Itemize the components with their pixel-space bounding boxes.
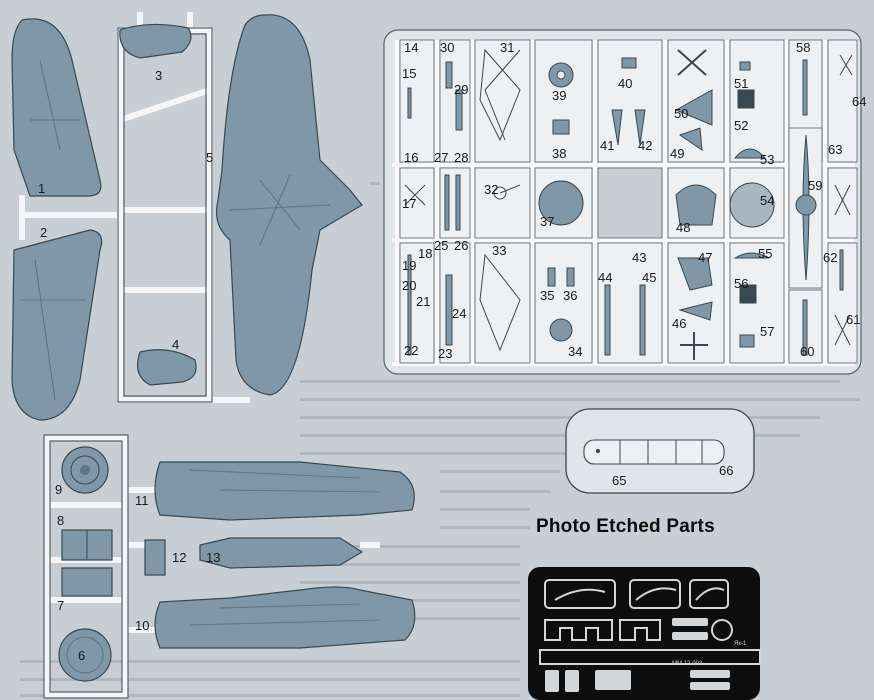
- label-10: 10: [135, 618, 149, 633]
- part-10-fuselage-half: [154, 586, 416, 649]
- label-65: 65: [612, 473, 626, 488]
- label-15: 15: [402, 66, 416, 81]
- label-30: 30: [440, 40, 454, 55]
- label-53: 53: [760, 152, 774, 167]
- label-36: 36: [563, 288, 577, 303]
- label-2: 2: [40, 225, 47, 240]
- label-22: 22: [404, 343, 418, 358]
- label-44: 44: [598, 270, 612, 285]
- label-26: 26: [454, 238, 468, 253]
- label-39: 39: [552, 88, 566, 103]
- part-7-panel: [61, 567, 113, 597]
- label-57: 57: [760, 324, 774, 339]
- label-47: 47: [698, 250, 712, 265]
- label-56: 56: [734, 276, 748, 291]
- label-9: 9: [55, 482, 62, 497]
- label-59: 59: [808, 178, 822, 193]
- part-12: [144, 539, 166, 576]
- photo-etched-parts-title: Photo Etched Parts: [536, 516, 715, 537]
- label-31: 31: [500, 40, 514, 55]
- label-18: 18: [418, 246, 432, 261]
- label-32: 32: [484, 182, 498, 197]
- label-25: 25: [434, 238, 448, 253]
- label-43: 43: [632, 250, 646, 265]
- label-46: 46: [672, 316, 686, 331]
- label-63: 63: [828, 142, 842, 157]
- label-33: 33: [492, 243, 506, 258]
- canopy-fret: 65 66: [565, 408, 755, 494]
- label-1: 1: [38, 181, 45, 196]
- part-2-wing-lower: [11, 229, 103, 421]
- label-13: 13: [206, 550, 220, 565]
- label-38: 38: [552, 146, 566, 161]
- label-61: 61: [846, 312, 860, 327]
- label-48: 48: [676, 220, 690, 235]
- label-3: 3: [155, 68, 162, 83]
- part-3-stabilizer: [119, 23, 192, 59]
- label-35: 35: [540, 288, 554, 303]
- label-20: 20: [402, 278, 416, 293]
- part-1-wing-upper: [11, 18, 102, 197]
- label-14: 14: [404, 40, 418, 55]
- label-52: 52: [734, 118, 748, 133]
- fret-code-2: Як-1: [734, 641, 747, 647]
- label-64: 64: [852, 94, 866, 109]
- label-40: 40: [618, 76, 632, 91]
- label-17: 17: [402, 196, 416, 211]
- label-66: 66: [719, 463, 733, 478]
- label-8: 8: [57, 513, 64, 528]
- part-13-floor: [199, 537, 364, 569]
- label-4: 4: [172, 337, 179, 352]
- label-34: 34: [568, 344, 582, 359]
- label-29: 29: [454, 82, 468, 97]
- label-24: 24: [452, 306, 466, 321]
- label-54: 54: [760, 193, 774, 208]
- fret-code-1: MM 12-003: [672, 661, 703, 667]
- sprue-b: 9 8 7 6 11 12 13 10: [43, 434, 416, 699]
- label-58: 58: [796, 40, 810, 55]
- part-9-wheel: [61, 446, 109, 494]
- label-45: 45: [642, 270, 656, 285]
- label-37: 37: [540, 214, 554, 229]
- label-27: 27: [434, 150, 448, 165]
- label-55: 55: [758, 246, 772, 261]
- label-60: 60: [800, 344, 814, 359]
- label-6: 6: [78, 648, 85, 663]
- label-12: 12: [172, 550, 186, 565]
- label-19: 19: [402, 258, 416, 273]
- sprue-a: 1 2 3 4 5: [11, 12, 363, 421]
- part-5-wing-main: [215, 14, 363, 396]
- label-28: 28: [454, 150, 468, 165]
- label-49: 49: [670, 146, 684, 161]
- label-11: 11: [135, 493, 149, 508]
- label-23: 23: [438, 346, 452, 361]
- label-51: 51: [734, 76, 748, 91]
- part-4-stabilizer: [137, 349, 197, 386]
- label-62: 62: [823, 250, 837, 265]
- label-42: 42: [638, 138, 652, 153]
- label-50: 50: [674, 106, 688, 121]
- label-16: 16: [404, 150, 418, 165]
- label-21: 21: [416, 294, 430, 309]
- label-41: 41: [600, 138, 614, 153]
- photo-etch-fret: MM 12-003 Як-1: [528, 567, 761, 700]
- label-7: 7: [57, 598, 64, 613]
- label-5: 5: [206, 150, 213, 165]
